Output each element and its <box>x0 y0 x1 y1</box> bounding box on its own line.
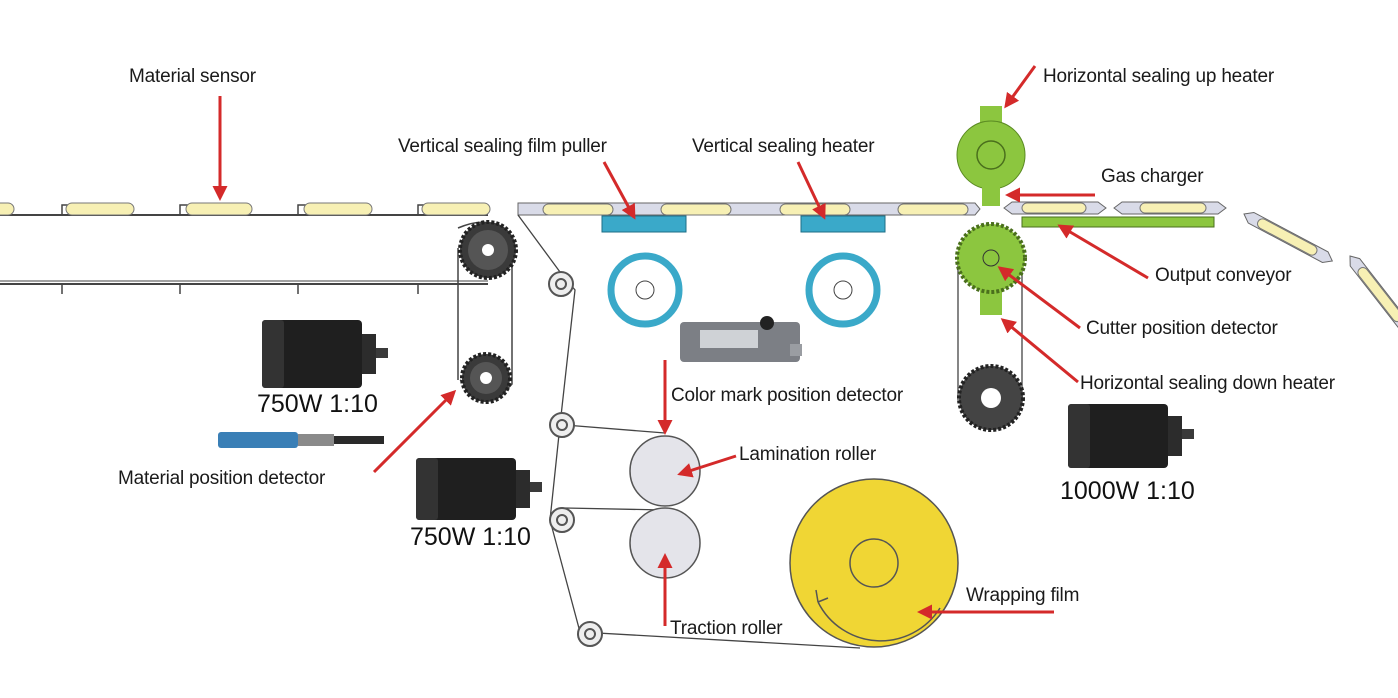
label-gas-charger: Gas charger <box>1101 166 1204 187</box>
arrow-material-position <box>372 389 457 474</box>
label-vertical-film-puller: Vertical sealing film puller <box>398 136 607 157</box>
label-cutter-position-detector: Cutter position detector <box>1086 318 1278 339</box>
idler-rollers <box>548 271 603 647</box>
infeed-conveyor <box>0 202 491 294</box>
arrow-cutter-detector <box>997 266 1081 330</box>
lamination-roller-icon <box>629 435 701 507</box>
arrow-horizontal-up <box>1004 65 1037 109</box>
output-conveyor <box>1003 201 1398 336</box>
label-lamination-roller: Lamination roller <box>739 444 877 465</box>
arrow-vertical-heater <box>796 161 826 220</box>
label-film-motor: 750W 1:10 <box>410 523 531 551</box>
label-output-conveyor: Output conveyor <box>1155 265 1292 286</box>
conveyor-motor-icon <box>262 320 388 388</box>
label-wrapping-film: Wrapping film <box>966 585 1080 606</box>
callout-arrows <box>212 65 1149 626</box>
label-material-sensor: Material sensor <box>129 66 256 87</box>
label-horizontal-down-heater: Horizontal sealing down heater <box>1080 373 1335 394</box>
conveyor-products <box>0 202 491 216</box>
horizontal-sealing-unit <box>955 106 1027 432</box>
infeed-drive <box>457 220 518 404</box>
color-mark-detector-icon <box>680 316 802 362</box>
arrow-output-conveyor <box>1057 224 1149 280</box>
label-color-mark-detector: Color mark position detector <box>671 385 904 406</box>
label-traction-roller: Traction roller <box>670 618 783 639</box>
label-material-position-detector: Material position detector <box>118 468 326 489</box>
film-tube <box>517 202 981 328</box>
wrapping-film-reel <box>789 478 959 648</box>
material-position-sensor-icon <box>218 432 384 448</box>
label-horizontal-up-heater: Horizontal sealing up heater <box>1043 66 1274 87</box>
label-vertical-heater: Vertical sealing heater <box>692 136 875 157</box>
label-conveyor-motor: 750W 1:10 <box>257 390 378 418</box>
sealing-motor-icon <box>1068 404 1194 468</box>
arrow-horizontal-down <box>1000 318 1079 384</box>
film-motor-icon <box>416 458 542 520</box>
label-sealing-motor: 1000W 1:10 <box>1060 477 1195 505</box>
arrow-lamination <box>677 454 737 478</box>
arrow-film-puller <box>602 161 636 220</box>
